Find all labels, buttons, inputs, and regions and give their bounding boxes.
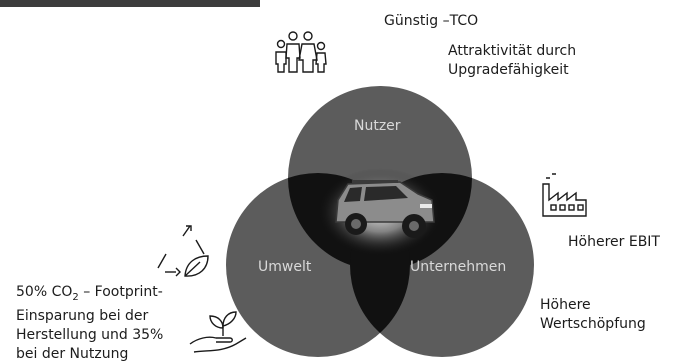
label-upgradefaehigkeit: Attraktivität durch Upgradefähigkeit bbox=[448, 43, 577, 78]
venn-label-nutzer: Nutzer bbox=[354, 118, 401, 134]
cropped-heading-strip bbox=[0, 0, 260, 7]
label-hoeherer-ebit: Höherer EBIT bbox=[568, 234, 660, 250]
family-icon bbox=[275, 31, 327, 73]
co2-rest: – Footprint- Einsparung bei der Herstell… bbox=[16, 284, 164, 362]
co2-prefix: 50% CO bbox=[16, 284, 73, 300]
venn-label-unternehmen: Unternehmen bbox=[410, 259, 507, 275]
co2-subscript: 2 bbox=[72, 291, 79, 303]
label-hoehere-wertschoepfung: Höhere Wertschöpfung bbox=[540, 297, 646, 332]
car-icon bbox=[335, 180, 435, 238]
label-co2-einsparung: 50% CO2 – Footprint- Einsparung bei der … bbox=[16, 283, 216, 364]
plant-in-hand-icon bbox=[189, 311, 247, 353]
venn-label-umwelt: Umwelt bbox=[258, 259, 312, 275]
recycle-icon bbox=[157, 225, 205, 277]
label-guenstig-tco: Günstig –TCO bbox=[384, 13, 479, 29]
factory-icon bbox=[542, 173, 587, 217]
leaf-icon bbox=[184, 255, 209, 277]
